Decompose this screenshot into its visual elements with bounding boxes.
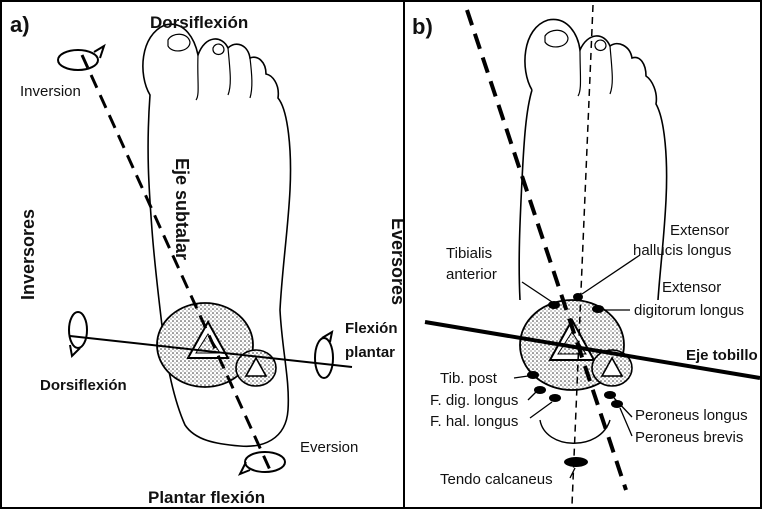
ext-hallucis-label-line1: Extensor xyxy=(670,222,729,239)
midline-dashed xyxy=(572,5,593,505)
panel-a-border xyxy=(1,1,404,508)
panel-b-letter: b) xyxy=(412,14,433,39)
tendon-calcaneus xyxy=(564,457,588,467)
panel-a-letter: a) xyxy=(10,12,30,37)
tendon-f-hal-longus xyxy=(549,394,561,402)
inversion-label: Inversion xyxy=(20,83,81,100)
toe-line-a2 xyxy=(228,48,230,95)
toenail-b2 xyxy=(595,40,606,50)
toe-line-a1 xyxy=(196,55,198,100)
dorsiflexion-top-label: Dorsiflexión xyxy=(150,13,248,32)
plantar-flexion-bottom-label: Plantar flexión xyxy=(148,488,265,507)
peroneus-longus-label: Peroneus longus xyxy=(635,407,748,424)
tendo-calcaneus-label: Tendo calcaneus xyxy=(440,471,553,488)
panel-b: b) Eje tobillo Extensor hallucis longus … xyxy=(404,1,761,508)
ankle-axis-label: Eje tobillo xyxy=(686,347,758,364)
rotation-arrow-inversion-icon xyxy=(58,46,104,70)
flexion-plantar-label-line1: Flexión xyxy=(345,320,398,337)
toe-line-b1 xyxy=(578,50,581,96)
toenail-b1 xyxy=(545,30,568,47)
tendon-tibialis-anterior xyxy=(548,301,560,309)
f-hal-longus-label: F. hal. longus xyxy=(430,413,518,430)
ext-digitorum-label-line1: Extensor xyxy=(662,279,721,296)
toenail-a2 xyxy=(213,44,224,54)
tibialis-label-line2: anterior xyxy=(446,266,497,283)
tendon-peroneus-longus xyxy=(604,391,616,399)
toe-line-b2 xyxy=(610,46,612,94)
rotation-arrow-eversion-icon xyxy=(240,452,285,474)
tib-post-label: Tib. post xyxy=(440,370,498,387)
eversion-label: Eversion xyxy=(300,439,358,456)
rotation-arrow-plantarflexion-icon xyxy=(315,332,333,378)
subtalar-axis xyxy=(82,55,270,470)
subtalar-axis-label: Eje subtalar xyxy=(172,158,192,260)
panel-a: a) Dorsiflexión Plantar flexión Inversor… xyxy=(1,1,408,508)
ext-hallucis-label-line2: hallucis longus xyxy=(633,242,731,259)
tendon-tib-post xyxy=(527,371,539,379)
inversores-label: Inversores xyxy=(18,209,38,300)
dorsiflexion-left-label: Dorsiflexión xyxy=(40,377,127,394)
tendon-ext-digitorum xyxy=(592,305,604,313)
ext-digitorum-label-line2: digitorum longus xyxy=(634,302,744,319)
toenail-a1 xyxy=(168,34,190,51)
toe-line-a3 xyxy=(250,58,252,98)
tibialis-label-line1: Tibialis xyxy=(446,245,492,262)
flexion-plantar-label-line2: plantar xyxy=(345,344,395,361)
f-dig-longus-label: F. dig. longus xyxy=(430,392,518,409)
peroneus-brevis-label: Peroneus brevis xyxy=(635,429,743,446)
rotation-arrow-dorsiflexion-icon xyxy=(69,312,87,356)
